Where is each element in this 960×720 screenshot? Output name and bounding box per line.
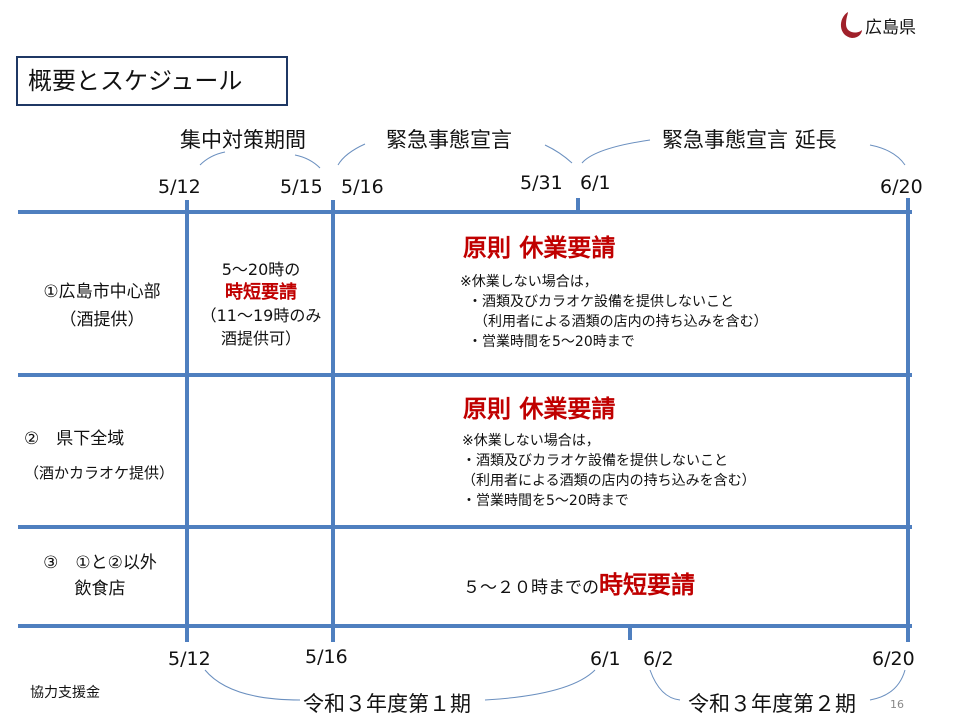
mid-request: 時短要請 xyxy=(225,282,297,303)
date-label: 5/12 xyxy=(168,648,211,670)
period-label: 令和３年度第２期 xyxy=(688,692,856,716)
mid-text: 5～20時の xyxy=(221,260,301,279)
page-title: 概要とスケジュール xyxy=(16,56,288,106)
mid-text: （11～19時のみ xyxy=(200,306,322,325)
grid-line xyxy=(18,525,912,529)
row3-main: ５～２０時までの時短要請 xyxy=(463,565,695,600)
main-prefix: ５～２０時までの xyxy=(463,578,599,598)
row-label: ② 県下全域 （酒かカラオケ提供） xyxy=(24,422,174,490)
date-label: 5/15 xyxy=(280,176,323,198)
arc xyxy=(484,669,596,701)
arc xyxy=(204,669,301,701)
arc xyxy=(294,154,321,169)
row-label-line: ② 県下全域 xyxy=(24,429,125,449)
row-label-line: ③ ①と②以外 xyxy=(43,553,157,573)
grid-line xyxy=(18,624,912,628)
main-request: 原則 休業要請 xyxy=(463,395,616,423)
grid-line xyxy=(628,626,632,640)
note: （利用者による酒類の店内の持ち込みを含む） xyxy=(462,473,756,489)
arc xyxy=(199,151,226,166)
grid-line xyxy=(331,200,335,642)
period-label: 緊急事態宣言 延長 xyxy=(662,128,837,152)
arc xyxy=(649,669,681,701)
period-label: 集中対策期間 xyxy=(180,128,306,152)
grid-line xyxy=(576,198,580,212)
main-request: 原則 休業要請 xyxy=(463,234,616,262)
period-label: 緊急事態宣言 xyxy=(386,128,512,152)
grid-line xyxy=(906,198,910,642)
arc xyxy=(869,144,906,166)
main-request: 時短要請 xyxy=(599,571,695,599)
note: ・酒類及びカラオケ設備を提供しないこと xyxy=(468,294,734,310)
note: ※休業しない場合は， xyxy=(460,274,598,290)
row-label-line: ①広島市中心部 xyxy=(43,282,161,302)
date-label: 6/20 xyxy=(872,648,915,670)
date-label: 5/31 xyxy=(520,172,563,194)
date-label: 6/20 xyxy=(880,176,923,198)
logo-text: 広島県 xyxy=(865,17,916,38)
grid-line xyxy=(18,373,912,377)
note: ・営業時間を5～20時まで xyxy=(468,334,635,350)
page-number: 16 xyxy=(890,698,904,711)
grid-line xyxy=(185,200,189,642)
notes: ※休業しない場合は， ・酒類及びカラオケ設備を提供しないこと （利用者による酒類… xyxy=(462,431,756,511)
period-label: 令和３年度第１期 xyxy=(303,692,471,716)
row-label-line: （酒かカラオケ提供） xyxy=(24,464,175,482)
arc xyxy=(869,669,906,701)
date-label: 5/16 xyxy=(305,646,348,668)
note: （利用者による酒類の店内の持ち込みを含む） xyxy=(474,314,768,330)
hiroshima-logo-icon xyxy=(840,12,862,38)
date-label: 6/1 xyxy=(580,172,611,194)
row-label: ①広島市中心部 （酒提供） xyxy=(22,278,182,334)
note: ・酒類及びカラオケ設備を提供しないこと xyxy=(462,453,728,469)
support-label: 協力支援金 xyxy=(30,685,100,701)
date-label: 5/12 xyxy=(158,176,201,198)
arc xyxy=(337,143,366,166)
date-label: 6/2 xyxy=(643,648,674,670)
row-label-line: （酒提供） xyxy=(59,310,145,330)
arc xyxy=(544,144,573,164)
logo: 広島県 xyxy=(838,10,916,40)
grid-line xyxy=(18,210,912,214)
date-label: 6/1 xyxy=(590,648,621,670)
mid-text: 酒提供可） xyxy=(220,329,301,348)
note: ※休業しない場合は， xyxy=(462,433,600,449)
date-label: 5/16 xyxy=(341,176,384,198)
note: ・営業時間を5～20時まで xyxy=(462,493,629,509)
mid-cell: 5～20時の 時短要請 （11～19時のみ 酒提供可） xyxy=(191,258,331,350)
row-label-line: 飲食店 xyxy=(74,579,126,599)
notes: ※休業しない場合は， ・酒類及びカラオケ設備を提供しないこと （利用者による酒類… xyxy=(460,272,768,352)
row-label: ③ ①と②以外 飲食店 xyxy=(30,550,170,602)
arc xyxy=(581,139,651,164)
